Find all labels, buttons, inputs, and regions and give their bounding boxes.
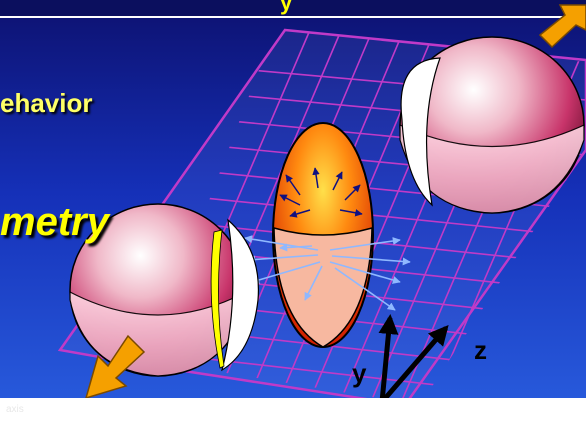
symmetry-text: metry <box>0 200 109 244</box>
right-nucleus-direction-arrow <box>538 4 586 49</box>
title-fragment: y <box>280 0 293 15</box>
z-axis-label: z <box>474 335 487 365</box>
behavior-text: ehavior <box>0 88 93 118</box>
y-axis-label: y <box>352 358 367 388</box>
participant-zone <box>244 122 411 348</box>
panel-caption: axis <box>6 404 24 415</box>
left-nucleus-direction-arrow <box>84 334 146 400</box>
bottom-panel: axis <box>0 398 586 428</box>
z-axis-arrow <box>380 324 449 404</box>
left-spectator-nucleus <box>69 203 260 377</box>
y-axis-arrow <box>378 314 399 403</box>
right-spectator-nucleus <box>399 36 585 214</box>
title-strip: y <box>0 0 586 18</box>
